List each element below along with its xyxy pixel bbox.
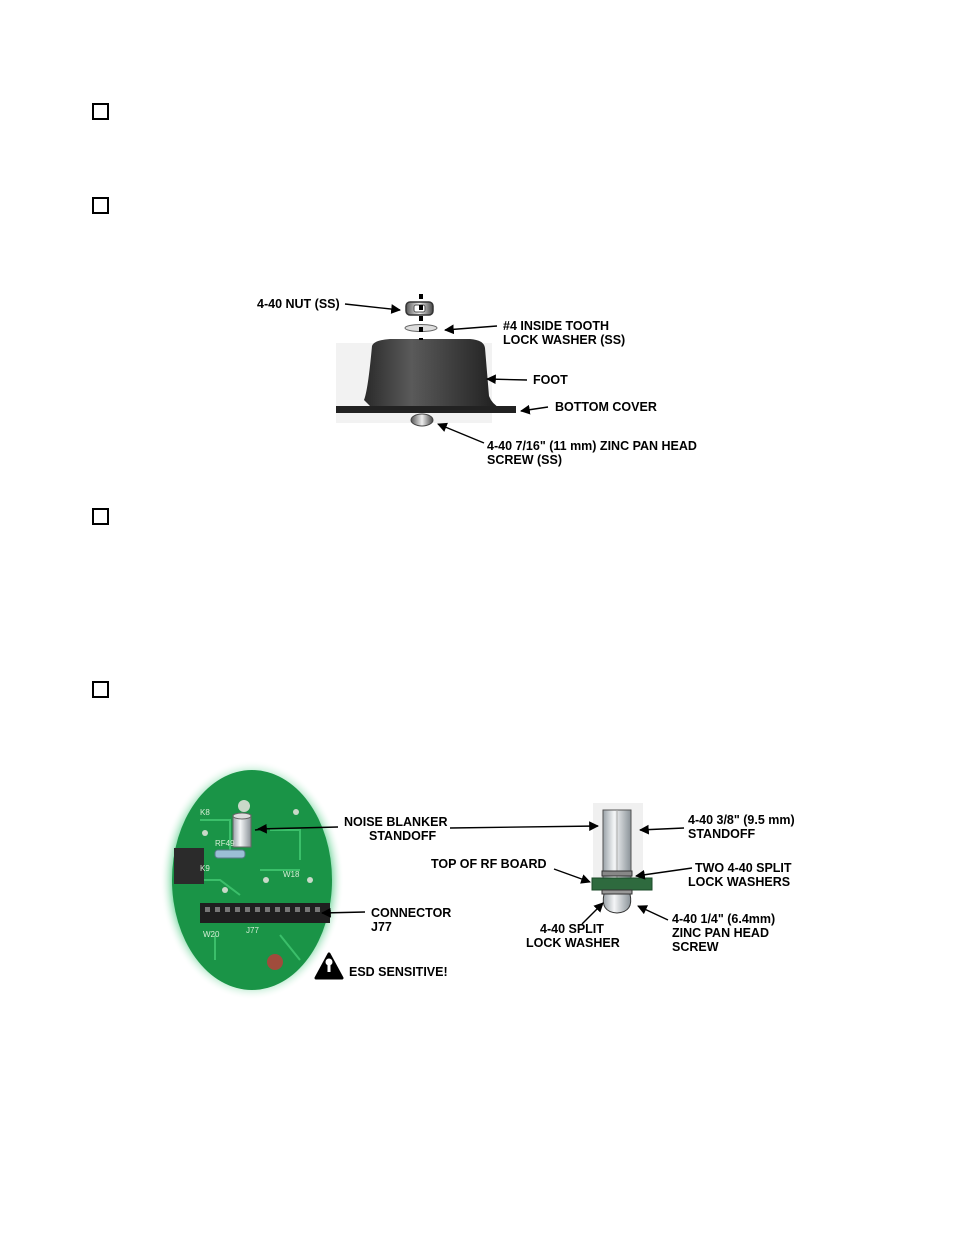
connector-label-line1: CONNECTOR [371,906,452,920]
step-checkbox-4[interactable] [92,681,109,698]
pan-head-screw [602,893,632,914]
pcb-mark-rf49: RF49 [215,839,235,848]
pcb-mark-k8: K8 [200,808,210,817]
resistor [214,849,246,859]
pan-screw-label-line1: 4-40 1/4" (6.4mm) [672,912,776,926]
bottom-cover-label: BOTTOM COVER [555,400,657,414]
pcb-standoff [232,814,252,848]
step-checkbox-1[interactable] [92,103,109,120]
pcb-mark-j77: J77 [246,926,259,935]
nut-label: 4-40 NUT (SS) [257,297,340,311]
two-washers-label-line1: TWO 4-40 SPLIT [695,861,792,875]
standoff-label-line1: 4-40 3/8" (9.5 mm) [688,813,795,827]
noise-blanker-label-line1: NOISE BLANKER [344,815,448,829]
two-washers-label-line2: LOCK WASHERS [688,875,791,889]
noise-blanker-label-line2: STANDOFF [369,829,437,843]
rf-board-section [591,877,653,891]
ic-chip [174,848,204,884]
step-checkbox-2[interactable] [92,197,109,214]
esd-warning-icon [314,952,344,980]
foot-assembly-illustration [336,294,549,444]
screw-label-line2: SCREW (SS) [487,453,562,467]
pan-screw-label-line3: SCREW [672,940,719,954]
pan-screw-label-line2: ZINC PAN HEAD [672,926,769,940]
step-checkbox-3[interactable] [92,508,109,525]
pcb-mark-w18: W18 [283,870,300,879]
screw-label-line1: 4-40 7/16" (11 mm) ZINC PAN HEAD [487,439,697,453]
rubber-foot [364,339,500,408]
bottom-cover-plate [336,406,516,413]
top-rf-board-label: TOP OF RF BOARD [431,857,547,871]
esd-sensitive-label: ESD SENSITIVE! [349,965,448,979]
pcb-mark-w20: W20 [203,930,220,939]
connector-label-line2: J77 [371,920,392,934]
red-component [267,954,283,970]
foot-label: FOOT [533,373,568,387]
screw-head [410,413,434,427]
standoff-label-line2: STANDOFF [688,827,756,841]
washer-label-line1: #4 INSIDE TOOTH [503,319,610,333]
pcb-mark-k9: K9 [200,864,210,873]
split-washer-label-line2: LOCK WASHER [526,936,620,950]
split-washer-label-line1: 4-40 SPLIT [540,922,604,936]
washer-label-line2: LOCK WASHER (SS) [503,333,626,347]
connector-j77 [200,903,330,923]
